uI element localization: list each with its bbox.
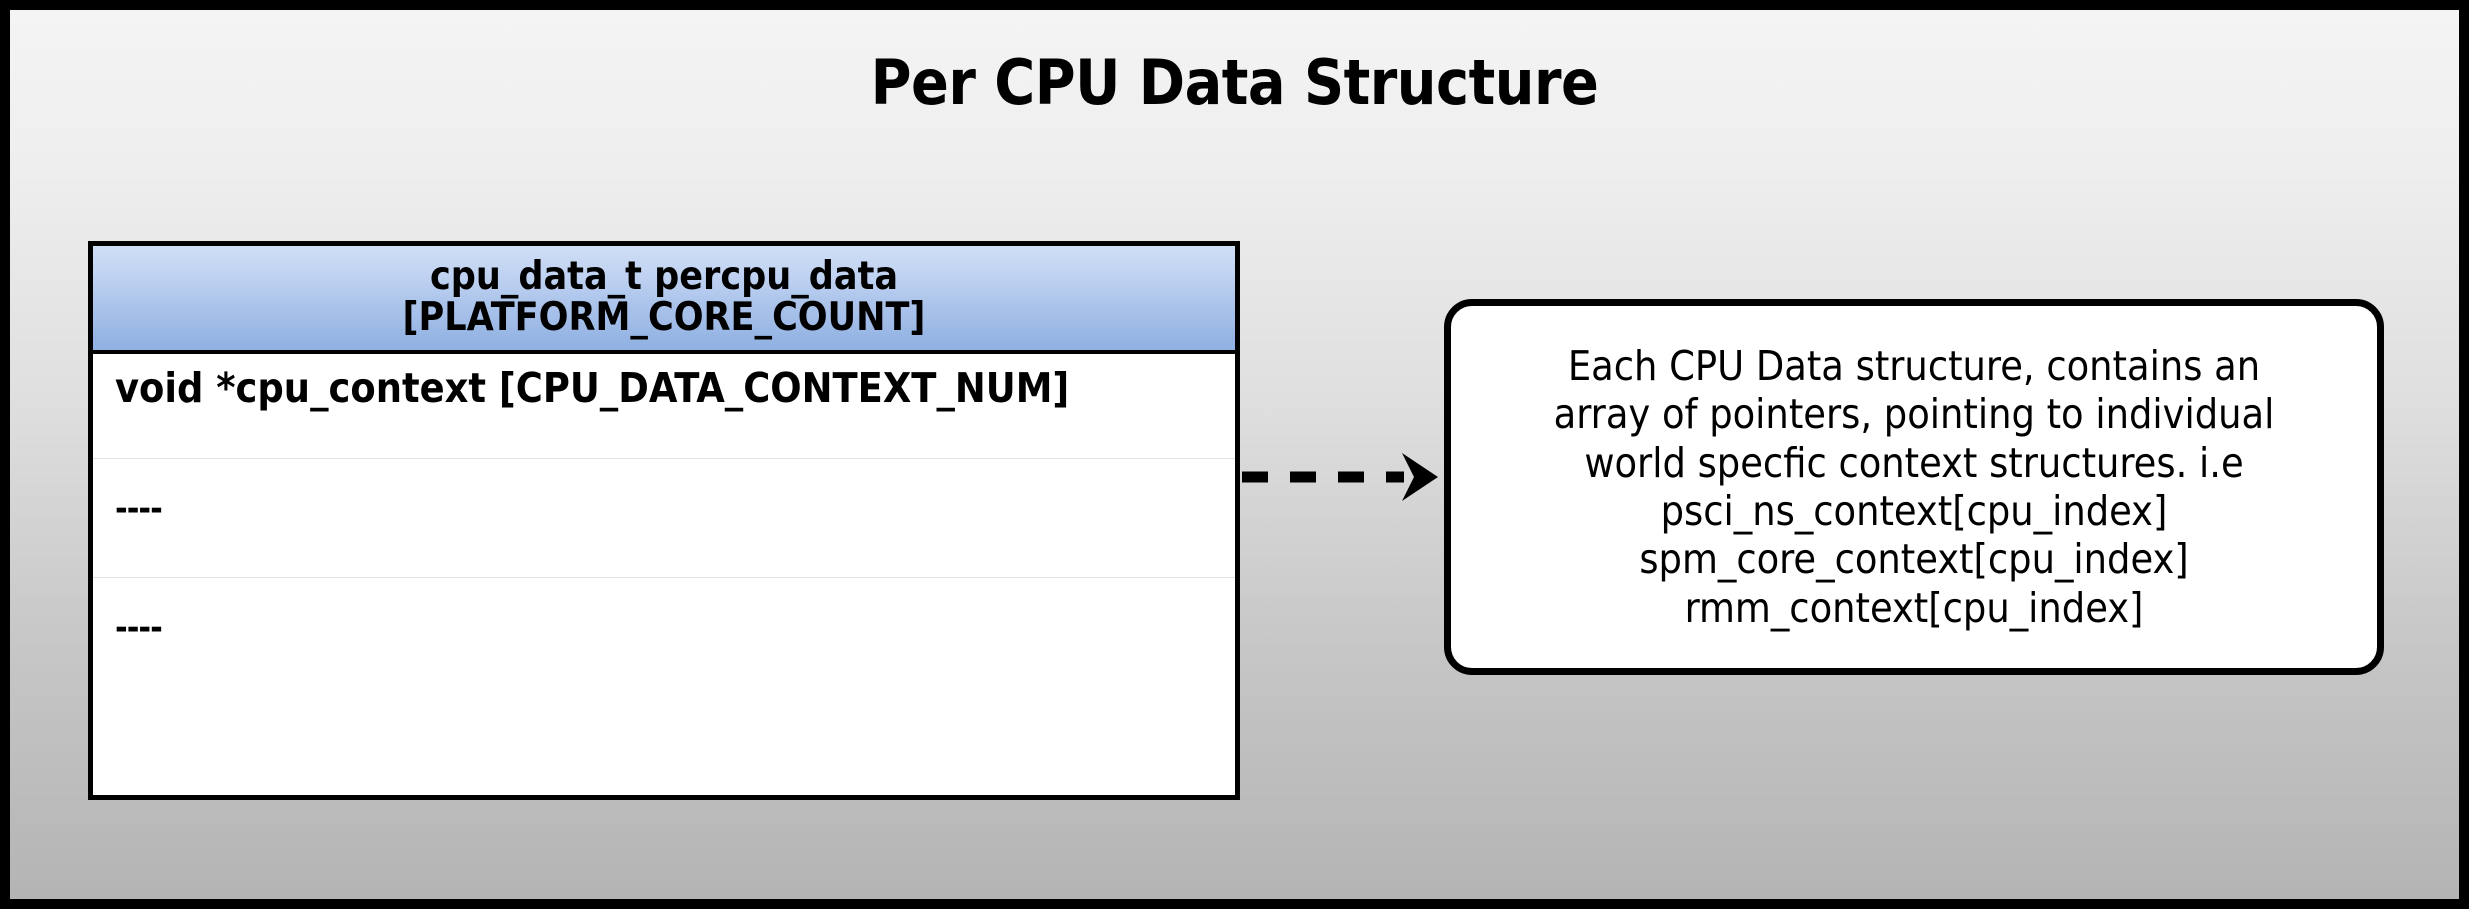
- page-title: Per CPU Data Structure: [870, 46, 1599, 119]
- note-line-6: rmm_context[cpu_index]: [1684, 583, 2144, 632]
- struct-header-line-1: cpu_data_t percpu_data: [429, 254, 899, 300]
- note-line-5: spm_core_context[cpu_index]: [1639, 535, 2189, 584]
- percpu-data-struct-table: cpu_data_t percpu_data [PLATFORM_CORE_CO…: [88, 241, 1240, 800]
- note-callout-box: Each CPU Data structure, contains an arr…: [1444, 299, 2384, 675]
- arrowhead-icon: [1402, 453, 1438, 501]
- dashed-arrow-connector: [1242, 453, 1438, 501]
- struct-header-line-2: [PLATFORM_CORE_COUNT]: [402, 295, 926, 340]
- note-line-2: array of pointers, pointing to individua…: [1553, 390, 2275, 439]
- table-row: ----: [93, 577, 1235, 696]
- note-line-3: world specfic context structures. i.e: [1584, 438, 2244, 487]
- note-line-4: psci_ns_context[cpu_index]: [1660, 487, 2168, 535]
- struct-row-label-cpu-context: void *cpu_context [CPU_DATA_CONTEXT_NUM]: [115, 364, 1070, 412]
- struct-row-label-placeholder-1: ----: [115, 489, 163, 529]
- struct-table-header: cpu_data_t percpu_data [PLATFORM_CORE_CO…: [93, 246, 1235, 354]
- diagram-page: Per CPU Data Structure cpu_data_t percpu…: [10, 10, 2459, 899]
- table-row: ----: [93, 458, 1235, 577]
- struct-row-label-placeholder-2: ----: [115, 608, 163, 648]
- table-row: void *cpu_context [CPU_DATA_CONTEXT_NUM]: [93, 354, 1235, 458]
- note-line-1: Each CPU Data structure, contains an: [1567, 341, 2261, 390]
